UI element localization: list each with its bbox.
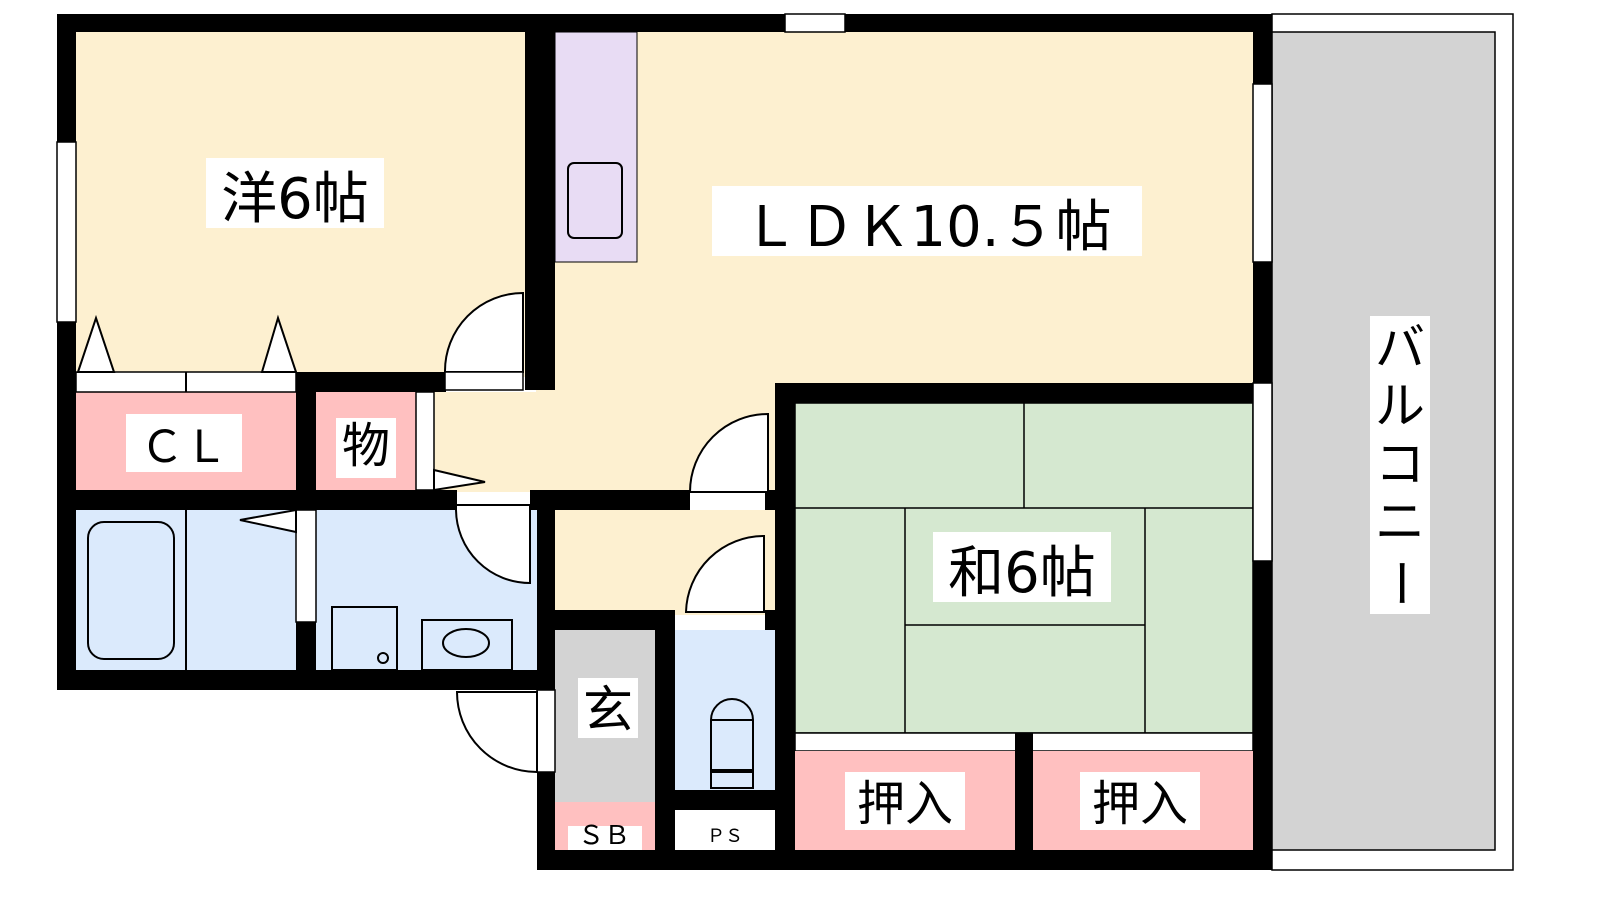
entrance-label: 玄 xyxy=(583,681,633,739)
walls xyxy=(57,14,1272,870)
sink-icon xyxy=(567,162,623,239)
toilet-icon xyxy=(710,698,755,771)
toilet-room xyxy=(675,630,775,790)
oshiire-left-label: 押入 xyxy=(857,776,953,832)
balcony-label: バ ル コ ニ ー xyxy=(1371,319,1429,608)
western-room-label: 洋6帖 xyxy=(221,167,369,232)
pipe-space-label: ＰＳ xyxy=(707,826,743,847)
closet-door-swing-icon xyxy=(76,314,298,373)
svg-text:ル: ル xyxy=(1375,377,1425,435)
front-door-frame[interactable] xyxy=(536,689,556,773)
oshiire-right-label: 押入 xyxy=(1092,776,1188,832)
bathroom-door[interactable] xyxy=(295,509,317,623)
shoe-box-label: ＳＢ xyxy=(578,821,630,851)
storage-door[interactable] xyxy=(415,391,435,491)
window-west[interactable] xyxy=(56,141,77,323)
closet-label: ＣＬ xyxy=(140,422,228,473)
japanese-room-label: 和6帖 xyxy=(948,541,1096,606)
bathtub-icon xyxy=(87,521,175,660)
western-room-door[interactable] xyxy=(443,291,524,373)
washroom-door[interactable] xyxy=(455,504,531,585)
window-japanese-balcony[interactable] xyxy=(1252,382,1273,562)
ldk-label: ＬＤＫ10.５帖 xyxy=(742,195,1111,260)
svg-text:バ: バ xyxy=(1375,319,1425,377)
japanese-room-door[interactable] xyxy=(688,412,769,493)
front-door[interactable] xyxy=(455,691,538,774)
window-ldk-balcony[interactable] xyxy=(1252,83,1273,263)
pipe-space xyxy=(675,810,775,850)
svg-text:ー: ー xyxy=(1371,558,1429,608)
toilet-door[interactable] xyxy=(684,534,765,613)
svg-text:コ: コ xyxy=(1375,435,1425,493)
storage-label: 物 xyxy=(342,418,390,474)
svg-text:ニ: ニ xyxy=(1375,493,1425,551)
window-north[interactable] xyxy=(784,13,846,33)
